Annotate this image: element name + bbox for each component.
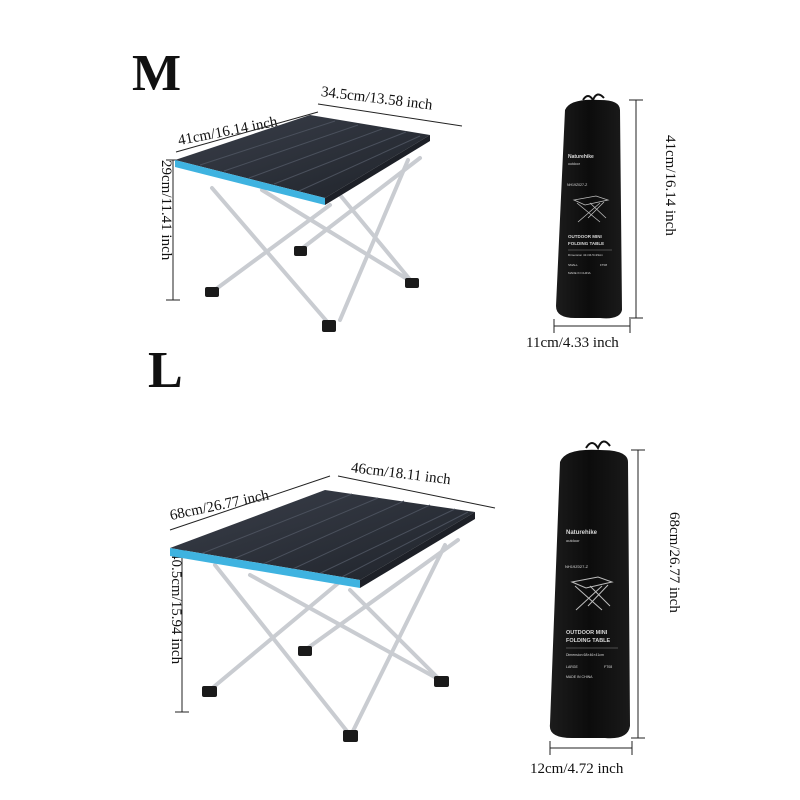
m-bag-model: NH19Z027-Z	[567, 183, 588, 187]
l-bag-dimension: Dimension 68×46×41cm	[566, 653, 604, 657]
l-bag-brand: Naturehike	[566, 530, 598, 536]
l-bag-code: FT08	[604, 665, 612, 669]
l-bag-origin: MADE IN CHINA	[566, 675, 593, 679]
m-storage-bag: Naturehike outdoor NH19Z027-Z OUTDOOR MI…	[556, 93, 622, 319]
l-bag-sub: outdoor	[566, 538, 580, 543]
m-bag-dimension: Dimension 41×34.5×29cm	[568, 253, 604, 257]
m-bag-code: FT08	[600, 263, 607, 267]
l-table	[170, 490, 475, 742]
m-bag-table-icon	[572, 195, 610, 223]
size-label-m: M	[132, 45, 182, 102]
l-bag-model: NH19Z027-Z	[565, 564, 589, 569]
m-bag-origin: MADE IN CHINA	[568, 271, 591, 275]
l-bag-table-icon	[570, 576, 614, 611]
m-bag-title-2: FOLDING TABLE	[568, 241, 604, 246]
l-storage-bag: Naturehike outdoor NH19Z027-Z OUTDOOR MI…	[549, 440, 630, 739]
l-bag-title-1: OUTDOOR MINI	[566, 630, 608, 636]
l-bag-width-label: 12cm/4.72 inch	[530, 761, 624, 777]
l-dimension-lines	[169, 449, 645, 755]
m-bag-brand: Naturehike	[568, 154, 594, 160]
size-label-l: L	[148, 342, 183, 399]
m-bag-sub: outdoor	[568, 162, 581, 166]
m-table	[175, 115, 430, 332]
m-dimension-lines	[166, 99, 643, 333]
m-bag-width-label: 11cm/4.33 inch	[526, 335, 619, 351]
m-bag-title-1: OUTDOOR MINI	[568, 234, 602, 239]
l-bag-size: LARGE	[566, 665, 579, 669]
l-bag-title-2: FOLDING TABLE	[566, 638, 611, 644]
m-bag-size: SMALL	[568, 263, 578, 267]
